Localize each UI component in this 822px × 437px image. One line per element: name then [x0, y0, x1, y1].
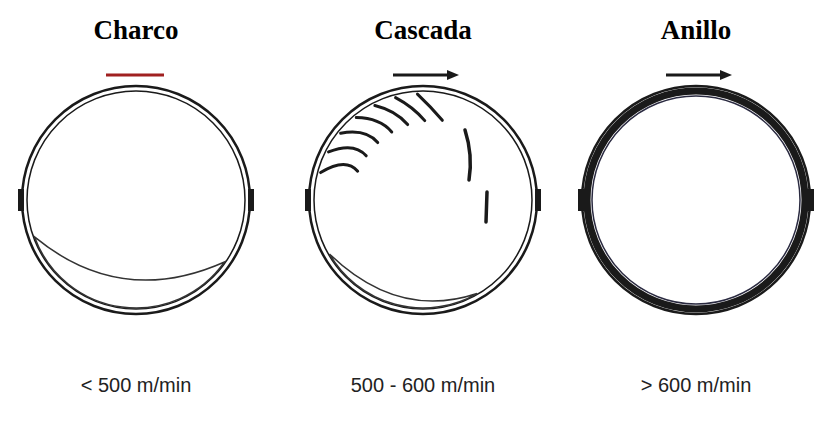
cascade-stream: [356, 118, 391, 132]
mill-tick: [578, 189, 584, 211]
mill-section: [1, 58, 271, 334]
cascade-stream: [341, 132, 378, 142]
rotation-arrow: [666, 74, 724, 77]
mill-liner: [27, 91, 245, 309]
cascade-stream: [321, 165, 358, 173]
charge-pool: [329, 254, 477, 308]
mill-section: [288, 58, 558, 334]
mill-tick: [305, 189, 311, 211]
speed-range: 500 - 600 m/min: [351, 374, 496, 397]
arrow-head: [447, 70, 459, 80]
mill-tick: [248, 189, 254, 211]
cascada-regime: Cascada 500 - 600 m/min: [284, 14, 562, 397]
falling-stream: [465, 130, 470, 180]
mill-section: [561, 58, 822, 334]
mill-tick: [535, 189, 541, 211]
mill-shell: [22, 86, 250, 314]
falling-stream: [486, 192, 487, 222]
speed-range: > 600 m/min: [641, 374, 752, 397]
regime-title: Anillo: [661, 14, 732, 46]
regime-title: Charco: [94, 14, 179, 46]
regime-title: Cascada: [374, 14, 472, 46]
cascade-stream: [375, 106, 408, 125]
charco-regime: Charco < 500 m/min: [0, 14, 275, 397]
cascade-stream: [417, 94, 442, 120]
mill-shell: [309, 86, 537, 314]
charge-pool: [35, 237, 225, 308]
anillo-regime: Anillo > 600 m/min: [557, 14, 822, 397]
mill-liner: [587, 91, 805, 309]
rotation-arrow: [106, 74, 164, 77]
rotation-arrow: [393, 74, 451, 77]
arrow-head: [720, 70, 732, 80]
mill-liner: [314, 91, 532, 309]
mill-tick: [808, 189, 814, 211]
speed-range: < 500 m/min: [81, 374, 192, 397]
mill-shell: [582, 86, 810, 314]
cascade-stream: [329, 148, 367, 156]
cascade-stream: [396, 98, 425, 121]
ring-charge: [592, 96, 800, 304]
mill-tick: [18, 189, 24, 211]
